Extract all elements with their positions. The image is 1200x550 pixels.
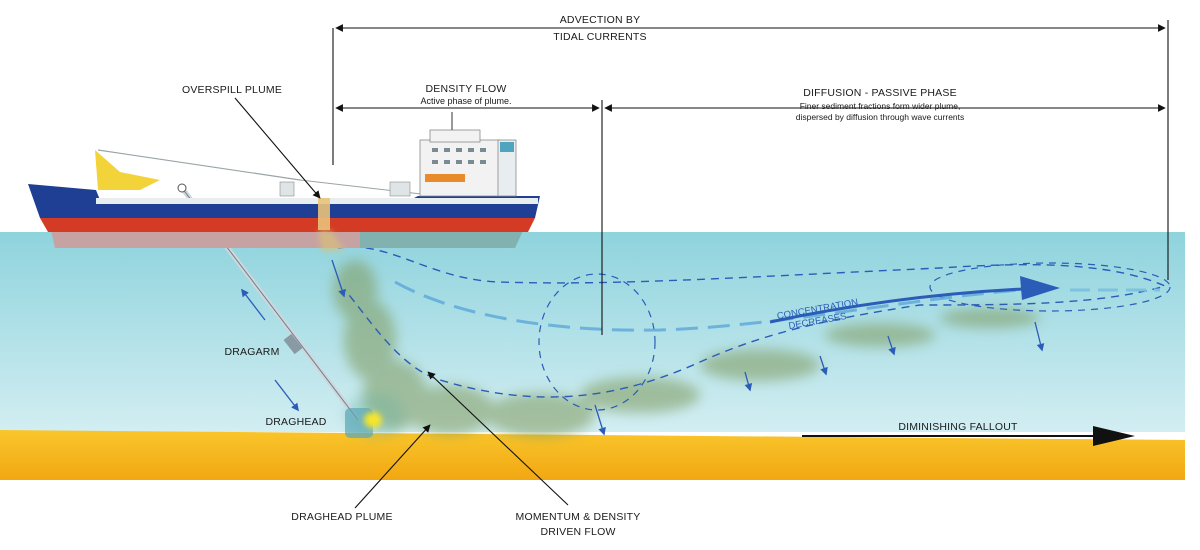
label-advection-2: TIDAL CURRENTS [553, 31, 646, 43]
plume-circle-mid [538, 273, 656, 411]
label-advection-1: ADVECTION BY [560, 14, 641, 26]
label-density-flow: DENSITY FLOW [426, 83, 507, 95]
diminishing-fallout-arrowhead [1093, 426, 1135, 446]
dimension-lines [332, 20, 1169, 335]
dragarm-arrow-down [274, 379, 299, 412]
label-momentum-1: MOMENTUM & DENSITY [516, 511, 641, 523]
label-diffusion-sub-2: dispersed by diffusion through wave curr… [796, 112, 965, 122]
draghead [345, 408, 382, 438]
fallout-arrows [331, 259, 1045, 436]
overspill-discharge [318, 230, 345, 252]
dragarm-arrow-up [241, 288, 266, 321]
plume-centerline [394, 280, 1021, 332]
label-density-flow-sub: Active phase of plume. [420, 96, 511, 106]
concentration-arrow [769, 286, 1046, 324]
label-diffusion-sub-1: Finer sediment fractions form wider plum… [800, 101, 961, 111]
label-diminishing-fallout: DIMINISHING FALLOUT [898, 421, 1018, 433]
label-dragarm: DRAGARM [224, 346, 279, 358]
sediment-plume [333, 260, 1040, 437]
label-draghead-plume: DRAGHEAD PLUME [291, 511, 392, 523]
plume-envelope [337, 246, 1168, 398]
dredger-ship [28, 112, 540, 248]
label-overspill-plume: OVERSPILL PLUME [182, 84, 282, 96]
label-draghead: DRAGHEAD [265, 416, 326, 428]
concentration-arrowhead [1020, 276, 1060, 300]
label-diffusion: DIFFUSION - PASSIVE PHASE [803, 87, 957, 99]
plume-circle-end [929, 262, 1171, 312]
leader-lines [234, 97, 569, 509]
seabed [0, 430, 1185, 480]
label-momentum-2: DRIVEN FLOW [540, 526, 615, 538]
